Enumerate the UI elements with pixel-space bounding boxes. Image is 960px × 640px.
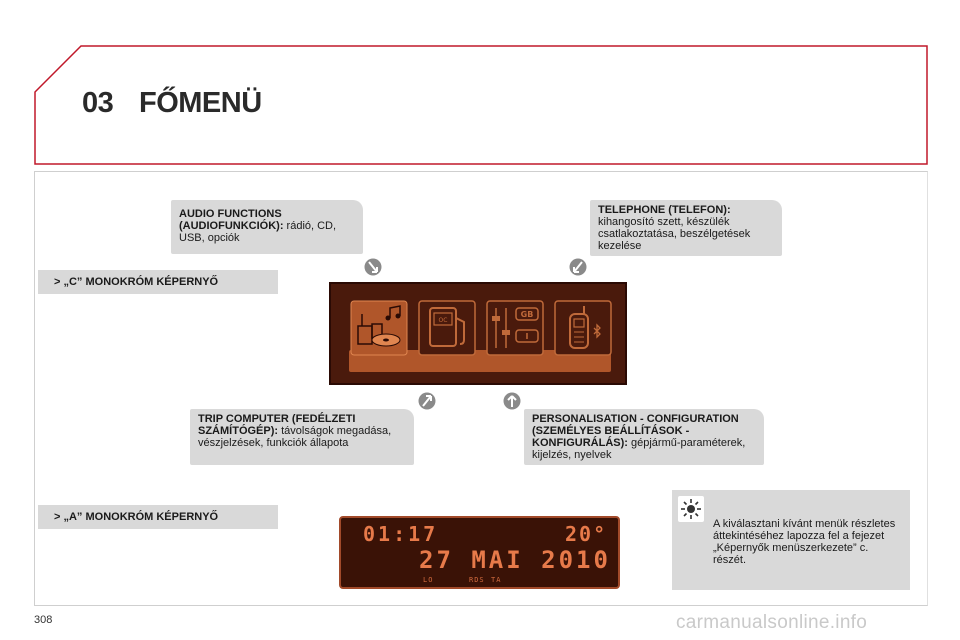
sun-icon bbox=[678, 496, 704, 522]
page-title: FŐMENÜ bbox=[139, 87, 262, 119]
arrow-telephone-icon bbox=[569, 258, 587, 276]
lcd-time: 01:17 bbox=[363, 522, 439, 546]
lcd-indicator-rds: RDS bbox=[469, 576, 485, 584]
trip-computer-desc: távolságok megadása, vészjelzések, funkc… bbox=[198, 425, 392, 449]
note-box bbox=[672, 490, 910, 590]
personalisation-title: PERSONALISATION - CONFIGURATION (SZEMÉLY… bbox=[532, 413, 739, 449]
telephone-desc: kihangosító szett, készülék csatlakoztat… bbox=[598, 216, 751, 252]
arrow-personalisation-icon bbox=[503, 392, 521, 410]
screen-a-label: > „A” MONOKRÓM KÉPERNYŐ bbox=[38, 505, 278, 529]
main-menu-screen: OC GB I bbox=[329, 282, 627, 385]
lcd-date: 27 MAI 2010 bbox=[419, 546, 611, 574]
personalisation-icon: GB I bbox=[486, 300, 544, 356]
telephone-callout: TELEPHONE (TELEFON): kihangosító szett, … bbox=[590, 200, 782, 256]
screen-c-label: > „C” MONOKRÓM KÉPERNYŐ bbox=[38, 270, 278, 294]
telephone-icon bbox=[554, 300, 612, 356]
watermark: carmanualsonline.info bbox=[676, 612, 868, 633]
audio-functions-desc: rádió, CD, USB, opciók bbox=[179, 220, 337, 244]
lcd-indicator-lo: LO bbox=[423, 576, 434, 584]
telephone-title: TELEPHONE (TELEFON): bbox=[598, 204, 731, 216]
lcd-indicator-ta: TA bbox=[491, 576, 502, 584]
lang-top-label: GB bbox=[521, 310, 534, 319]
header-border bbox=[34, 45, 928, 165]
arrow-audio-icon bbox=[364, 258, 382, 276]
personalisation-callout: PERSONALISATION - CONFIGURATION (SZEMÉLY… bbox=[524, 409, 764, 465]
page-number: 308 bbox=[34, 614, 53, 626]
content-frame bbox=[34, 171, 928, 606]
personalisation-desc: gépjármű-paraméterek, kijelzés, nyelvek bbox=[532, 437, 746, 461]
header-frame bbox=[34, 45, 928, 165]
chapter-number: 03 bbox=[82, 87, 114, 119]
menu-bar bbox=[349, 350, 611, 372]
audio-functions-callout: AUDIO FUNCTIONS (AUDIOFUNKCIÓK): rádió, … bbox=[171, 200, 363, 254]
trip-computer-callout: TRIP COMPUTER (FEDÉLZETI SZÁMÍTÓGÉP): tá… bbox=[190, 409, 414, 465]
trip-computer-title: TRIP COMPUTER (FEDÉLZETI SZÁMÍTÓGÉP): bbox=[198, 413, 356, 437]
lang-bottom-label: I bbox=[526, 332, 529, 341]
audio-functions-title: AUDIO FUNCTIONS (AUDIOFUNKCIÓK): bbox=[179, 208, 284, 232]
arrow-trip-icon bbox=[418, 392, 436, 410]
lcd-temperature: 20° bbox=[565, 522, 608, 546]
trip-computer-icon: OC bbox=[418, 300, 476, 356]
note-text: A kiválasztani kívánt menük részletes át… bbox=[713, 518, 896, 566]
monochrome-a-display: 01:17 20° 27 MAI 2010 LO RDS TA bbox=[339, 516, 620, 589]
fuel-gauge-label: OC bbox=[439, 317, 448, 324]
audio-icon bbox=[350, 300, 408, 356]
